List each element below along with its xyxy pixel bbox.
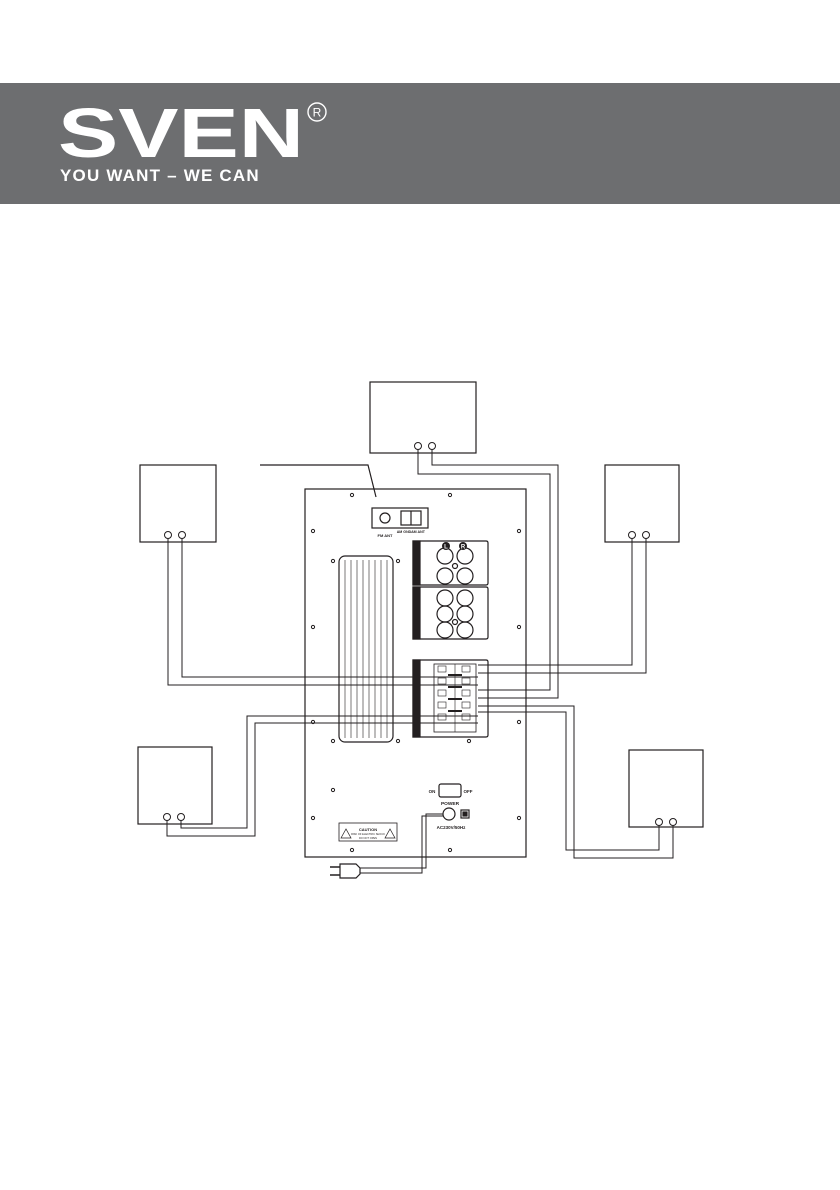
caution-title: CAUTION	[359, 827, 377, 832]
rca-input-block-2	[412, 586, 489, 640]
ac-input-label: AC230V/50Hz	[437, 825, 467, 830]
caution-line-1: RISK OF ELECTRIC SHOCK	[351, 832, 385, 836]
am-gnd-label: AM GND	[397, 530, 412, 534]
wire-rear-right	[478, 711, 660, 851]
slogan: YOU WANT – WE CAN	[60, 166, 260, 185]
caution-line-2: DO NOT OPEN	[359, 836, 377, 840]
badge-left: L	[444, 545, 448, 551]
heatsink	[338, 555, 394, 743]
badge-right: R	[461, 545, 466, 551]
switch-off-label: OFF	[464, 789, 473, 794]
power-plug-icon	[330, 863, 361, 879]
input-badges: L R	[442, 542, 467, 551]
ac-socket	[442, 807, 470, 821]
speaker-center	[369, 381, 477, 454]
power-switch	[438, 783, 462, 798]
registered-mark-icon: ® R	[307, 102, 327, 122]
pointer-line	[260, 464, 377, 498]
speaker-front-right	[604, 464, 680, 543]
power-label: POWER	[441, 801, 460, 807]
speaker-terminals	[163, 442, 677, 826]
fm-antenna-jack	[379, 512, 391, 524]
am-ant-label: AM ANT	[411, 530, 426, 534]
svg-text:R: R	[313, 106, 322, 120]
caution-label	[338, 822, 398, 842]
speaker-output-block	[412, 659, 489, 738]
wire-center	[417, 449, 551, 691]
fm-ant-label: FM ANT	[378, 533, 394, 538]
wire-rear-left	[166, 722, 478, 837]
panel-screws	[310, 492, 522, 853]
wire-front-left	[167, 538, 478, 686]
rca-input-block-1	[412, 540, 489, 586]
sven-logo: SVEN	[58, 104, 304, 162]
speaker-rear-right	[628, 749, 704, 828]
speaker-front-left	[139, 464, 217, 543]
power-cord	[358, 813, 443, 869]
speaker-rear-left	[137, 746, 213, 825]
switch-on-label: ON	[429, 789, 436, 794]
antenna-block	[371, 507, 429, 529]
wire-front-right	[478, 538, 633, 666]
logo-text: SVEN	[58, 104, 304, 162]
header-band	[0, 83, 840, 204]
